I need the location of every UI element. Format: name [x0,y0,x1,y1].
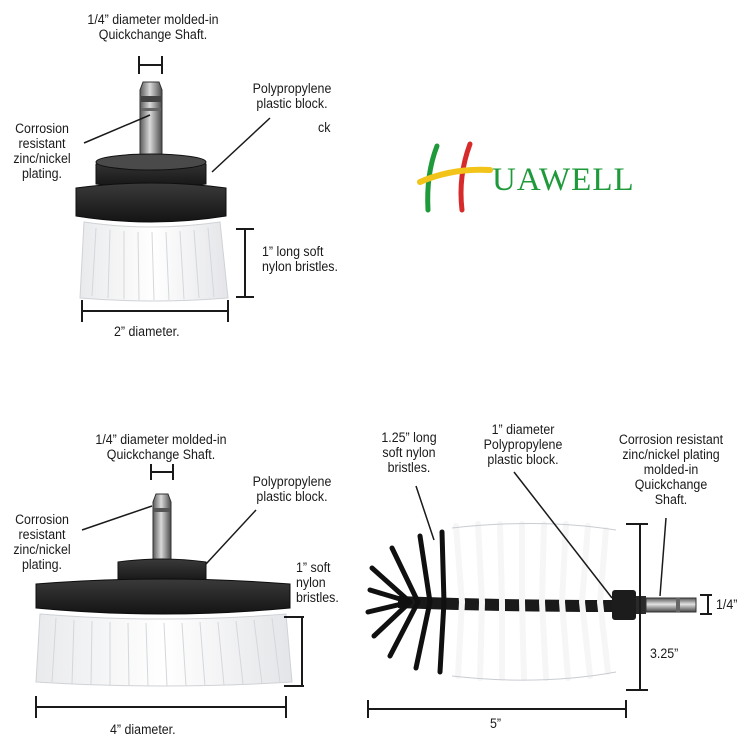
label-block-long: 1” diameter Polypropylene plastic block. [483,422,563,467]
hub-long [612,590,636,620]
block-4in [35,578,291,615]
label-block-fragment-2in: ck [318,120,331,135]
label-shaft-long: Corrosion resistant zinc/nickel plating … [618,432,724,507]
label-shaft-4in: 1/4” diameter molded-in Quickchange Shaf… [95,432,227,462]
label-block-2in: Polypropylene plastic block. [252,81,332,111]
shaft-long [645,597,697,613]
dim-lines-2in [81,56,271,322]
label-bristles-4in: 1” soft nylon bristles. [296,560,339,605]
brush-2in-drawing [75,56,271,322]
dim-lines-4in [35,464,304,718]
label-shaft-dim-long: 1/4” [716,597,738,612]
bristles-2in [79,221,229,302]
label-height-long: 3.25” [650,646,679,661]
label-bristles-long: 1.25” long soft nylon bristles. [381,430,437,475]
block-2in [75,182,227,223]
label-bristles-2in: 1” long soft nylon bristles. [262,244,338,274]
label-plating-2in: Corrosion resistant zinc/nickel plating. [13,121,71,181]
label-block-4in: Polypropylene plastic block. [252,474,332,504]
bristles-black-long [365,529,447,675]
brush-4in-drawing [35,464,304,718]
label-plating-4in: Corrosion resistant zinc/nickel plating. [13,512,71,572]
label-diameter-4in: 4” diameter. [110,722,176,737]
shaft-4in [152,493,172,567]
bristles-4in [35,613,293,687]
brush-long-drawing [365,471,712,718]
dim-lines-long [367,471,712,718]
brand-logo-mark [417,141,493,213]
shaft-2in [139,81,163,161]
bristle-outline-long [451,522,617,681]
label-shaft-2in: 1/4” diameter molded-in Quickchange Shaf… [87,12,219,42]
brand-name: UAWELL [492,162,635,198]
label-length-long: 5” [490,716,502,731]
label-diameter-2in: 2” diameter. [114,324,180,339]
